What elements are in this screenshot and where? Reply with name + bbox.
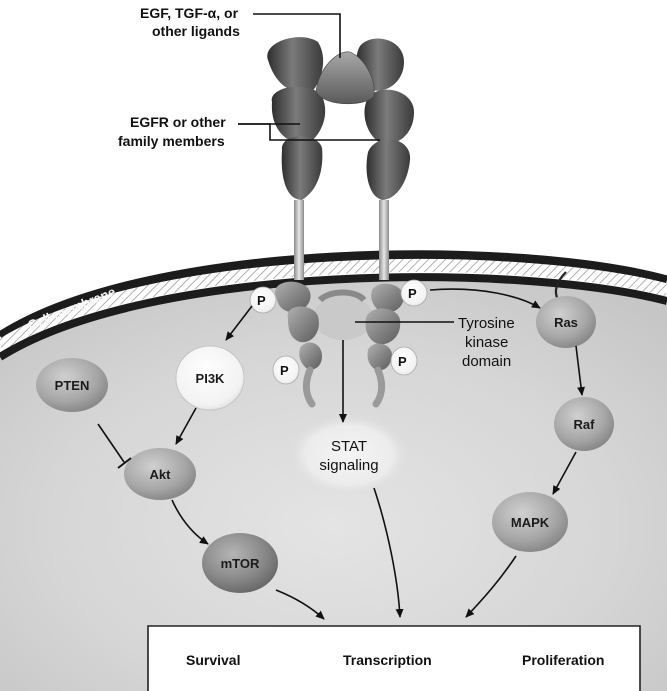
ras-node: Ras [536, 296, 596, 348]
phosphate-right-upper: P [400, 279, 428, 307]
ras-membrane-anchor [554, 271, 567, 301]
receptor-label-line1: EGFR or other [130, 114, 226, 130]
phosphate-left-upper: P [249, 286, 277, 314]
egfr-receptor-left [267, 37, 326, 200]
receptor-stalk-right [379, 200, 389, 280]
arrow-mtor-to-outcome [275, 589, 325, 620]
arrow-pi3k-to-akt [175, 407, 197, 445]
tk-label-line1: Tyrosine [458, 315, 515, 332]
membrane-outer [0, 250, 667, 340]
membrane-hatch [0, 259, 667, 352]
stat-signaling-node: STAT signaling [287, 413, 411, 497]
outcome-transcription: Transcription [343, 652, 432, 668]
raf-node: Raf [554, 397, 614, 451]
svg-text:P: P [257, 293, 266, 308]
svg-text:Akt: Akt [150, 467, 172, 482]
mtor-node: mTOR [202, 533, 278, 593]
egfr-receptor-right [356, 38, 414, 200]
svg-text:Ras: Ras [554, 315, 578, 330]
ligand-shape [315, 51, 375, 105]
inhibit-bar [117, 457, 132, 469]
svg-text:P: P [280, 363, 289, 378]
receptor-stalk-left [294, 200, 304, 280]
svg-text:Raf: Raf [574, 417, 596, 432]
outcome-survival: Survival [186, 652, 240, 668]
svg-text:P: P [398, 354, 407, 369]
mapk-node: MAPK [492, 492, 568, 552]
pi3k-node: PI3K [175, 345, 245, 411]
svg-text:mTOR: mTOR [221, 556, 260, 571]
arrow-mapk-to-outcome [465, 555, 517, 618]
arrow-p-to-ras [429, 288, 541, 309]
svg-text:STAT: STAT [331, 438, 367, 455]
tk-label-line2: kinase [465, 334, 508, 351]
inhibit-pten-to-akt [97, 423, 125, 463]
svg-text:PTEN: PTEN [55, 378, 90, 393]
akt-node: Akt [124, 448, 196, 500]
ligand-leader [253, 13, 341, 58]
tk-label-line3: domain [462, 353, 511, 370]
arrow-raf-to-mapk [552, 451, 577, 495]
phosphate-left-lower: P [272, 355, 300, 385]
pten-node: PTEN [36, 358, 108, 412]
outcome-proliferation: Proliferation [522, 652, 604, 668]
outcome-box [147, 625, 641, 691]
svg-text:signaling: signaling [319, 457, 378, 474]
receptor-label-line2: family members [118, 133, 225, 149]
svg-text:P: P [408, 286, 417, 301]
membrane-inner [0, 273, 667, 361]
arrow-stat-to-outcome [373, 487, 404, 618]
svg-text:PI3K: PI3K [196, 371, 226, 386]
arrow-ras-to-raf [575, 345, 585, 396]
tyrosine-kinase-domain [275, 281, 404, 408]
ligand-label-line2: other ligands [152, 23, 240, 39]
ligand-label-line1: EGF, TGF-α, or [140, 5, 239, 21]
svg-text:MAPK: MAPK [511, 515, 550, 530]
arrow-akt-to-mtor [171, 499, 209, 545]
arrow-p-to-pi3k [225, 305, 253, 341]
phosphate-right-lower: P [390, 346, 418, 376]
